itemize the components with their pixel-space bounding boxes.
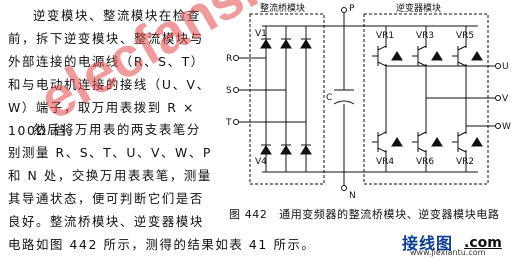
label-vr3: VR3 bbox=[416, 31, 434, 41]
label-v4: V4 bbox=[255, 157, 267, 167]
site-logo[interactable]: 接线图 .com www.jiexiantu.com bbox=[400, 230, 508, 258]
label-u: U bbox=[502, 62, 509, 72]
diode-icon bbox=[260, 144, 272, 155]
text-line: 外部连接的电源线（R、S、T） bbox=[8, 54, 205, 69]
transistor-icon bbox=[452, 131, 467, 153]
terminal-s bbox=[233, 87, 239, 93]
label-vr1: VR1 bbox=[376, 31, 394, 41]
transistor-icon bbox=[412, 131, 427, 153]
label-vr2: VR2 bbox=[456, 157, 474, 167]
diode-icon bbox=[260, 38, 272, 49]
diode-icon bbox=[280, 38, 292, 49]
label-t: T bbox=[226, 118, 232, 128]
label-s: S bbox=[226, 86, 232, 96]
transistor-icon bbox=[372, 45, 387, 67]
inverter-module-title: 逆变器模块 bbox=[396, 2, 441, 14]
label-vr4: VR4 bbox=[376, 157, 394, 167]
diode-icon bbox=[471, 51, 483, 61]
terminal-u bbox=[495, 63, 501, 69]
text-line: 别测量 R、S、T、U、V、W、P bbox=[8, 145, 212, 160]
label-r: R bbox=[226, 54, 232, 64]
terminal-t bbox=[233, 119, 239, 125]
paragraph-1: 逆变模块、整流模块在检查 前，拆下逆变模块、整流模块与 外部连接的电源线（R、S… bbox=[8, 4, 223, 142]
terminal-p bbox=[341, 7, 347, 13]
rectifier-module-box bbox=[249, 13, 325, 185]
text-line: 良好。整流桥模块、逆变器模块 bbox=[8, 214, 204, 229]
label-w: W bbox=[502, 122, 511, 132]
diode-icon bbox=[300, 38, 312, 49]
diode-icon bbox=[300, 144, 312, 155]
label-v1: V1 bbox=[255, 29, 267, 39]
logo-url: www.jiexiantu.com bbox=[410, 248, 486, 257]
label-p: P bbox=[349, 4, 355, 14]
text-line: 然后将万用表的两支表笔分 bbox=[33, 122, 201, 137]
diode-icon bbox=[280, 144, 292, 155]
label-n: N bbox=[349, 191, 356, 201]
text-line: 和与电动机连接的接线（U、V、 bbox=[8, 77, 211, 92]
inverter-legs bbox=[372, 26, 498, 172]
circuit-diagram: 整流桥模块 逆变器模块 P N C R S T U V W V1 V4 VR1 … bbox=[226, 2, 511, 201]
transistor-icon bbox=[452, 45, 467, 67]
label-vr5: VR5 bbox=[456, 31, 474, 41]
diode-icon bbox=[431, 51, 443, 61]
label-capacitor: C bbox=[326, 93, 332, 103]
label-v: V bbox=[502, 94, 509, 104]
text-line: 100Ω 档。 bbox=[8, 123, 82, 138]
diode-icon bbox=[471, 137, 483, 147]
capacitor-plate bbox=[333, 100, 355, 105]
transistor-icon bbox=[372, 131, 387, 153]
diode-icon bbox=[431, 137, 443, 147]
inverter-module-box bbox=[363, 13, 489, 185]
paragraph-2: 然后将万用表的两支表笔分 别测量 R、S、T、U、V、W、P 和 N 处，交换万… bbox=[8, 118, 316, 256]
terminal-w bbox=[495, 123, 501, 129]
label-vr6: VR6 bbox=[416, 157, 434, 167]
diode-icon bbox=[391, 51, 403, 61]
text-line: W）端子，取万用表拨到 R × bbox=[8, 100, 196, 115]
diode-icon bbox=[391, 137, 403, 147]
text-line: 电路如图 442 所示，测得的结果如表 41 所示。 bbox=[8, 237, 316, 252]
logo-name: 接线图 bbox=[402, 234, 454, 253]
terminal-v bbox=[495, 95, 501, 101]
text-line: 前，拆下逆变模块、整流模块与 bbox=[8, 31, 204, 46]
text-line: 逆变模块、整流模块在检查 bbox=[33, 8, 201, 23]
terminal-r bbox=[233, 55, 239, 61]
figure-caption: 图 442 通用变频器的整流桥模块、逆变器模块电路 bbox=[229, 208, 500, 221]
text-line: 和 N 处，交换万用表表笔，测量 bbox=[8, 168, 212, 183]
terminal-n bbox=[341, 185, 347, 191]
logo-suffix: .com bbox=[464, 235, 502, 251]
rectifier-module-title: 整流桥模块 bbox=[260, 2, 305, 14]
text-line: 其导通状态，便可判断它们是否 bbox=[8, 191, 204, 206]
transistor-icon bbox=[412, 45, 427, 67]
